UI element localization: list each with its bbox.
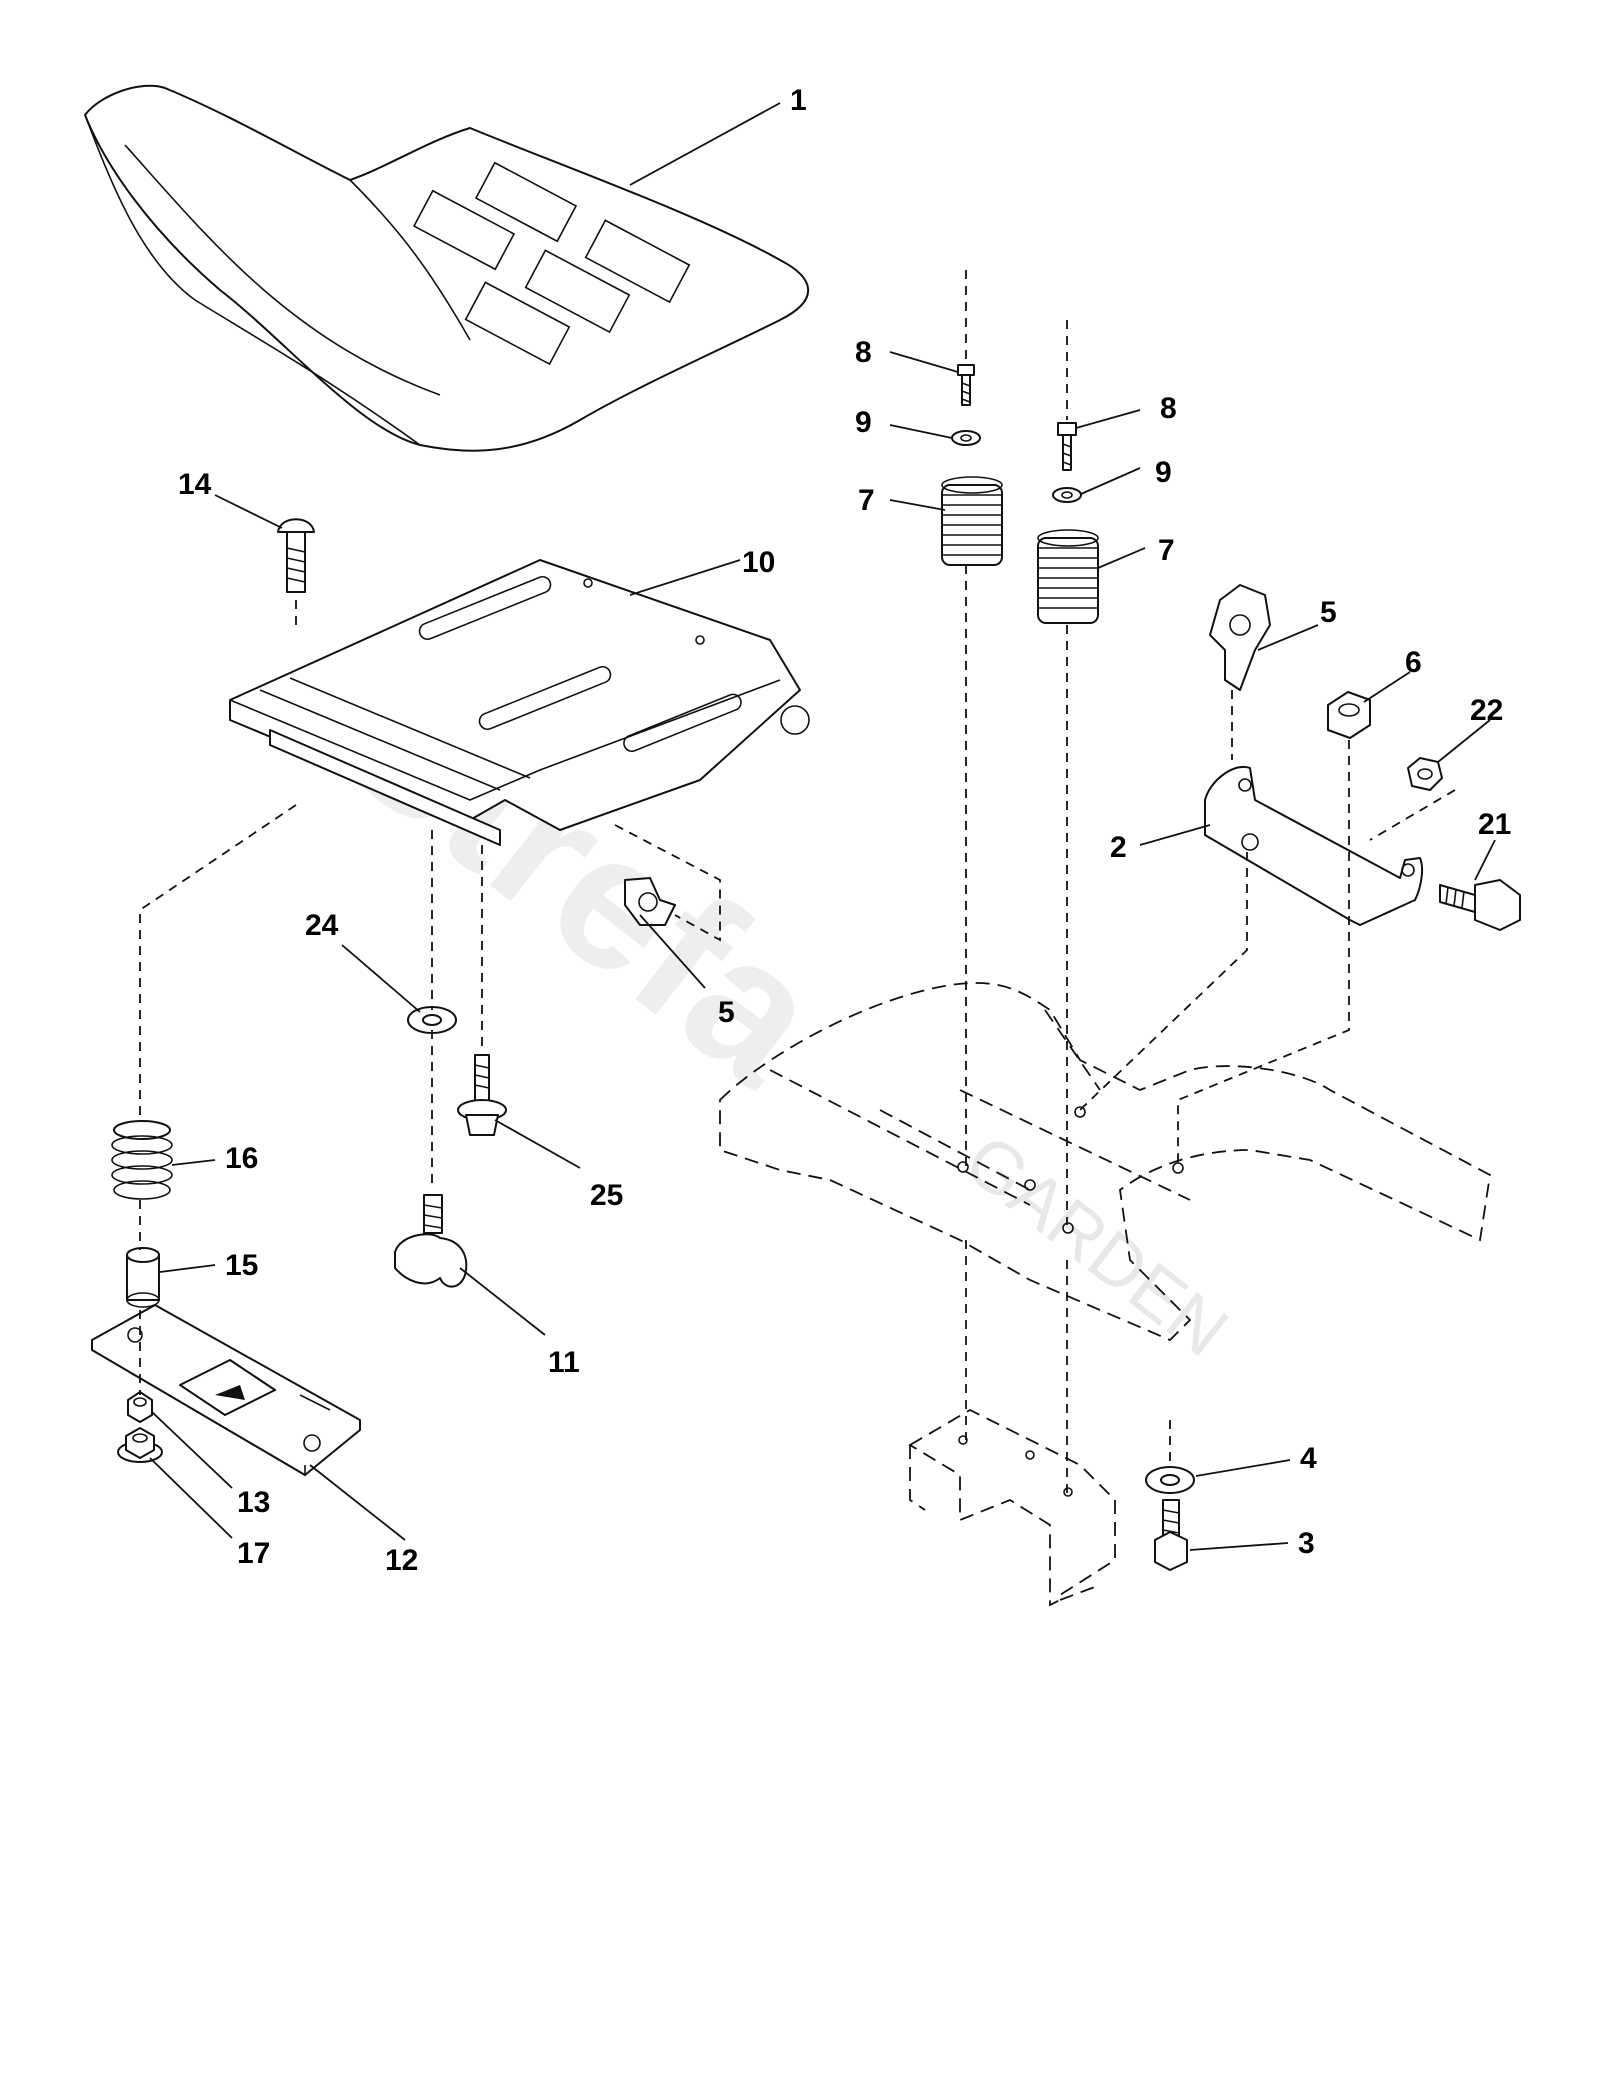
carriage-bolt [277, 518, 315, 593]
seat-spring-right [1037, 529, 1099, 624]
callout-7-right: 7 [1158, 534, 1175, 567]
callout-15: 15 [225, 1249, 258, 1282]
callout-6: 6 [1405, 646, 1422, 679]
callout-5-lower: 5 [718, 996, 735, 1029]
hex-nut-small [127, 1391, 153, 1423]
callout-12: 12 [385, 1544, 418, 1577]
leader-lines [149, 102, 1496, 1551]
callout-9-left: 9 [855, 406, 872, 439]
callout-22: 22 [1470, 694, 1503, 727]
frame-ghost-outline [908, 1408, 1116, 1607]
callout-8-right: 8 [1160, 392, 1177, 425]
callout-5-upper: 5 [1320, 596, 1337, 629]
callout-11: 11 [548, 1346, 580, 1379]
fender-ghost-outline [719, 982, 1491, 1342]
callout-10: 10 [742, 546, 775, 579]
cable-clip-upper [1209, 584, 1271, 691]
cable-clip-lower [624, 877, 676, 926]
callout-13: 13 [237, 1486, 270, 1519]
seat-knob [394, 1194, 468, 1288]
callout-1: 1 [790, 84, 807, 117]
callout-14: 14 [178, 468, 212, 501]
callout-21: 21 [1478, 808, 1511, 841]
callout-8-left: 8 [855, 336, 872, 369]
seat-spring-left [941, 476, 1003, 566]
callout-16: 16 [225, 1142, 258, 1175]
lock-nut [1327, 691, 1371, 739]
callout-17: 17 [237, 1537, 270, 1570]
callout-9-right: 9 [1155, 456, 1172, 489]
mounting-bracket [1204, 765, 1424, 926]
compression-spring [111, 1120, 173, 1200]
hex-bolt-lower [1154, 1499, 1188, 1571]
flat-washer-lower [1145, 1466, 1195, 1494]
seat-pan [229, 559, 810, 846]
jam-nut [1407, 757, 1443, 791]
flat-washer [407, 1006, 457, 1034]
callout-3: 3 [1298, 1527, 1315, 1560]
seat [84, 84, 810, 452]
shoulder-bolt-right [1057, 422, 1077, 471]
callout-labels: 1 10 14 8 8 9 9 7 7 5 6 22 2 21 5 24 25 … [178, 84, 1511, 1577]
callout-24: 24 [305, 909, 339, 942]
assembly-lines [139, 270, 1456, 1495]
callout-4: 4 [1300, 1442, 1317, 1475]
washer-right [1052, 487, 1082, 503]
callout-7-left: 7 [858, 484, 875, 517]
flange-nut [117, 1427, 163, 1463]
callout-2: 2 [1110, 831, 1127, 864]
callout-25: 25 [590, 1179, 623, 1212]
adjuster-plate [91, 1304, 361, 1477]
washer-left [951, 430, 981, 446]
spacer-bushing [126, 1247, 160, 1308]
watermark-sub: GARDEN [950, 1120, 1242, 1373]
shoulder-bolt [457, 1054, 507, 1136]
hex-bolt-large [1439, 879, 1521, 931]
shoulder-bolt-left [957, 364, 975, 406]
